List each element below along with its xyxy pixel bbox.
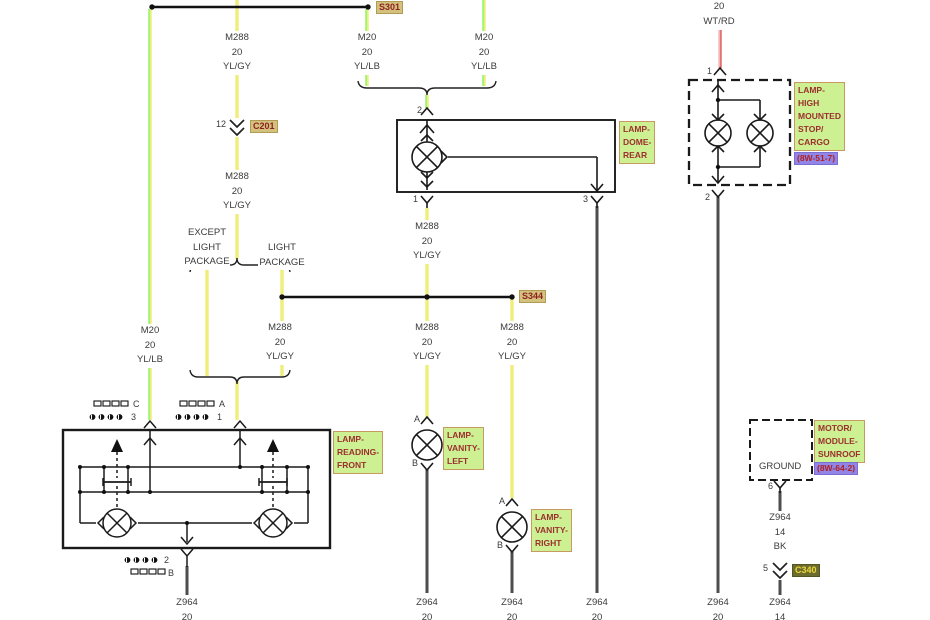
pin-label-c340: 5 <box>762 563 768 573</box>
pin-label-dome-1: 1 <box>412 194 418 204</box>
pin-label-dome-3: 3 <box>582 194 588 204</box>
component-label-reading-front: LAMP- READING- FRONT <box>333 431 384 474</box>
reading-connector-icons <box>89 400 215 575</box>
connector-tag-c340[interactable]: C340 <box>792 564 820 577</box>
pin-label-dome-2: 2 <box>416 105 422 115</box>
stop-cargo-lamp-box <box>687 66 792 199</box>
pin-label-sunroof-6: 6 <box>767 481 773 491</box>
component-label-vanity-right: LAMP- VANITY- RIGHT <box>531 509 572 552</box>
branch-label-except-light-package: EXCEPT LIGHT PACKAGE <box>184 226 230 270</box>
splice-tag-s344[interactable]: S344 <box>519 290 547 303</box>
component-label-vanity-left: LAMP- VANITY- LEFT <box>443 427 484 470</box>
pin-label-reading-a: A <box>219 399 226 409</box>
pin-label-reading-3: 3 <box>131 412 137 422</box>
reading-lamp-box <box>61 419 332 567</box>
vanity-lamp-right <box>496 497 528 554</box>
pin-label-vanity-left-b: B <box>411 458 418 468</box>
component-label-sunroof: MOTOR/ MODULE- SUNROOF <box>814 420 865 463</box>
pin-label-reading-1: 1 <box>217 412 223 422</box>
connector-tag-c201[interactable]: C201 <box>250 120 278 133</box>
pin-label-stop-1: 1 <box>706 66 712 76</box>
wire-m288-yl-gy <box>205 0 514 498</box>
pin-label-reading-c: C <box>133 399 140 409</box>
branch-label-light-package: LIGHT PACKAGE <box>258 241 306 270</box>
wire-grounds <box>185 197 782 595</box>
sunroof-ground-label: GROUND <box>759 461 802 472</box>
pin-label-stop-2: 2 <box>704 192 710 202</box>
pin-label-reading-2: 2 <box>164 555 170 565</box>
connector-c340-symbol <box>771 561 789 580</box>
reference-link-sunroof[interactable]: (8W-64-2) <box>814 462 859 475</box>
splice-dots <box>149 4 515 300</box>
pin-label-vanity-right-b: B <box>496 540 503 550</box>
component-label-stop-cargo: LAMP- HIGH MOUNTED STOP/ CARGO <box>794 82 845 151</box>
wire-wt-rd <box>718 30 722 68</box>
connector-c201-symbol <box>228 118 246 137</box>
dome-lamp-box <box>396 106 616 208</box>
pin-label-c201: 12 <box>215 119 226 129</box>
reference-link-stop-cargo[interactable]: (8W-51-7) <box>794 152 839 165</box>
vanity-lamp-left <box>411 415 443 472</box>
pin-label-vanity-left-a: A <box>413 414 420 424</box>
splice-tag-s301[interactable]: S301 <box>376 1 404 14</box>
pin-label-reading-b: B <box>168 568 175 578</box>
sunroof-module-box <box>749 419 813 493</box>
component-label-dome-rear: LAMP- DOME- REAR <box>619 121 656 164</box>
pin-label-vanity-right-a: A <box>498 496 505 506</box>
